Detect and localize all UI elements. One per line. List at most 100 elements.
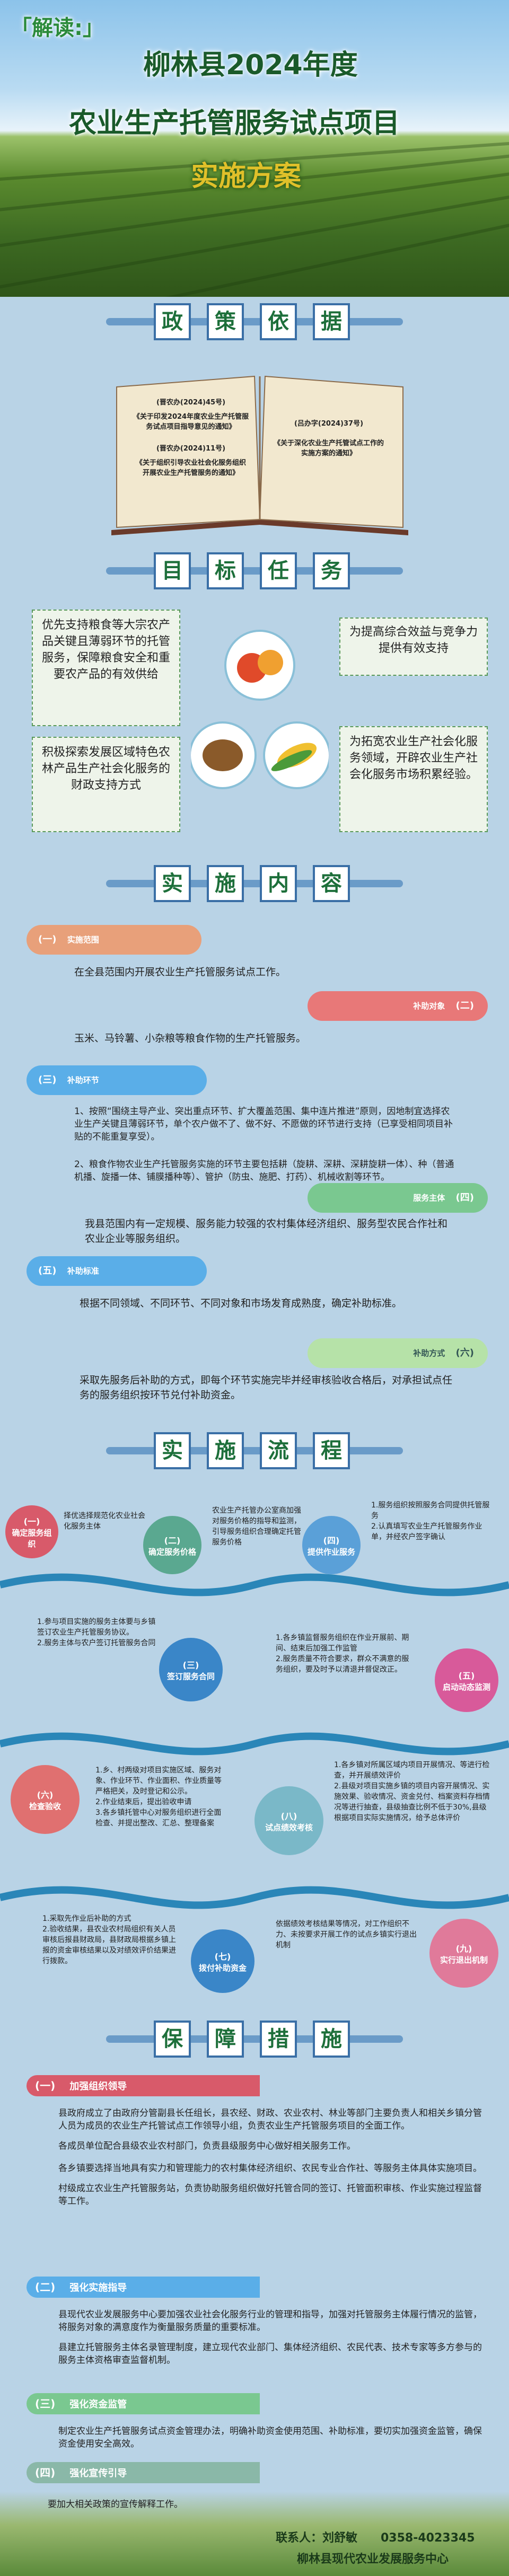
heading-char: 据	[313, 303, 350, 340]
heading-char: 措	[260, 2021, 297, 2058]
step-name: 确定服务价格	[148, 1547, 197, 1557]
pill-tag: 补助标准	[67, 1266, 99, 1276]
process-text-1: 择优选择规范化农业社会化服务主体	[64, 1512, 145, 1531]
process-text-2: 农业生产托管办公室商加强对服务价格的指导和监测，引导服务组织合理确定托管服务价格	[212, 1506, 301, 1547]
step-number: (九)	[455, 1943, 472, 1954]
measure-heading-2: (二) 强化实施指导	[27, 2277, 260, 2298]
section-heading-process: 实 施 流 程	[0, 1426, 509, 1479]
content-text-6: 采取先服务后补助的方式，即每个环节实施完毕并经审核验收合格后，对承担试点任务的服…	[80, 1374, 453, 1401]
doc-number: (吕办字(2024)37号)	[294, 420, 364, 428]
process-step-5: (五) 启动动态监测	[435, 1648, 498, 1712]
heading-char: 程	[313, 1432, 350, 1469]
heading-char: 障	[207, 2021, 244, 2058]
measure-item: 各成员单位配合县级农业农村部门，负责县级服务中心做好相关服务工作。	[58, 2141, 356, 2151]
header-banner: 「解读:」 柳林县2024年度 农业生产托管服务试点项目 实施方案	[0, 0, 509, 297]
step-number: (七)	[214, 1951, 231, 1962]
measure-item: 各乡镇要选择当地具有实力和管理能力的农村集体经济组织、农民专业合作社、等服务主体…	[58, 2163, 482, 2174]
step-name: 提供作业服务	[308, 1547, 356, 1557]
footer-org: 柳林县现代农业发展服务中心	[297, 2553, 449, 2566]
task-card-1: 优先支持粮食等大宗农产品关键且薄弱环节的托管服务，保障粮食安全和重要农产品的有效…	[32, 610, 180, 726]
process-text-6: 1.乡、村两级对项目实施区域、服务对象、作业环节、作业面积、作业质量等严格把关，…	[95, 1766, 222, 1828]
pill-tag: 补助环节	[67, 1075, 99, 1085]
measure-item: 要加大相关政策的宣传解释工作。	[48, 2499, 183, 2510]
process-step-8: (八) 试点绩效考核	[254, 1786, 323, 1855]
process-step-1: (一) 确定服务组织	[5, 1505, 58, 1558]
step-number: (六)	[37, 1789, 54, 1800]
task-card-2: 为提高综合效益与竞争力提供有效支持	[339, 617, 488, 676]
process-text-9: 依据绩效考核结果等情况，对工作组织不力、未按要求开展工作的试点乡镇实行退出机制	[276, 1920, 417, 1949]
footer-banner: 要加大相关政策的宣传解释工作。 联系人：刘舒敏 0358-4023345 柳林县…	[0, 2491, 509, 2576]
heading-char: 依	[260, 303, 297, 340]
pill-number: (二)	[455, 1000, 474, 1011]
pill-number: (五)	[38, 1265, 57, 1276]
measure-title: 强化实施指导	[69, 2282, 127, 2293]
content-text-5: 根据不同领域、不同环节、不同对象和市场发育成熟度，确定补助标准。	[80, 1298, 402, 1309]
process-step-9: (九) 实行退出机制	[429, 1919, 498, 1988]
heading-char: 任	[260, 552, 297, 589]
doc-number: (晋农办(2024)45号)	[156, 399, 226, 407]
doc-title: 《关于印发2024年度农业生产托管服务试点项目指导意见的通知》	[133, 413, 249, 431]
task-card-4: 为拓宽农业生产社会化服务领域，开辟农业生产社会化服务市场积累经验。	[339, 726, 488, 832]
task-card-3: 积极探索发展区域特色农林产品生产社会化服务的财政支持方式	[32, 737, 180, 832]
step-name: 试点绩效考核	[265, 1822, 313, 1832]
heading-char: 内	[260, 865, 297, 902]
measure-heading-1: (一) 加强组织领导	[27, 2075, 260, 2096]
step-name: 实行退出机制	[440, 1955, 488, 1965]
content-text-4: 我县范围内有一定规模、服务能力较强的农村集体经济组织、服务型农民合作社和农业企业…	[85, 1218, 448, 1245]
step-number: (三)	[182, 1660, 199, 1670]
measure-item: 制定农业生产托管服务试点资金管理办法，明确补助资金使用范围、补助标准，要切实加强…	[58, 2426, 482, 2449]
section-heading-content: 实 施 内 容	[0, 859, 509, 912]
measure-heading-3: (三) 强化资金监管	[27, 2393, 260, 2414]
step-number: (二)	[164, 1535, 181, 1546]
content-text-3b: 2、粮食作物农业生产托管服务实施的环节主要包括耕（旋耕、深耕、深耕旋耕一体）、种…	[74, 1159, 454, 1183]
measure-item: 村级成立农业生产托管服务站，负责协助服务组织做好托管合同的签订、托管面积审核、作…	[58, 2183, 482, 2207]
open-book: (晋农办(2024)45号) 《关于印发2024年度农业生产托管服务试点项目指导…	[101, 366, 419, 541]
step-number: (八)	[280, 1811, 297, 1821]
heading-char: 标	[207, 552, 244, 589]
process-step-6: (六) 检查验收	[11, 1765, 80, 1834]
measure-title: 加强组织领导	[69, 2081, 127, 2092]
measure-number: (二)	[35, 2281, 56, 2293]
measure-item: 县政府成立了由政府分管副县长任组长，县农经、财政、农业农村、林业等部门主要负责人…	[58, 2108, 482, 2131]
measure-title: 强化宣传引导	[69, 2468, 127, 2479]
heading-char: 实	[154, 865, 191, 902]
process-text-5: 1.各乡镇监督服务组织在作业开展前、期间、结束后加强工作监管 2.服务质量不符合…	[276, 1634, 409, 1674]
content-text-2: 玉米、马铃薯、小杂粮等粮食作物的生产托管服务。	[74, 1033, 306, 1044]
pill-number: (六)	[455, 1347, 474, 1358]
heading-char: 流	[260, 1432, 297, 1469]
process-text-7: 1.采取先作业后补助的方式 2.验收结果，县农业农村局组织有关人员审核后报县财政…	[42, 1915, 176, 1965]
measure-heading-4: (四) 强化宣传引导	[27, 2462, 260, 2483]
doc-number: (晋农办(2024)11号)	[156, 445, 226, 453]
pill-tag: 实施范围	[67, 935, 99, 945]
content-pill-2: 补助对象 (二)	[308, 991, 488, 1021]
heading-char: 施	[207, 865, 244, 902]
heading-char: 目	[154, 552, 191, 589]
measure-item: 县现代农业发展服务中心要加强农业社会化服务行业的管理和指导，加强对托管服务主体履…	[58, 2309, 482, 2333]
measure-number: (三)	[35, 2397, 56, 2410]
content-text-1: 在全县范围内开展农业生产托管服务试点工作。	[74, 966, 286, 978]
measure-number: (四)	[35, 2466, 56, 2479]
heading-char: 容	[313, 865, 350, 902]
measure-title: 强化资金监管	[69, 2399, 127, 2410]
step-name: 启动动态监测	[443, 1682, 491, 1692]
doc-ref-2: (吕办字(2024)37号) 《关于深化农业生产托管试点工作的实施方案的通知》	[270, 419, 387, 458]
content-text-3: 1、按照“围绕主导产业、突出重点环节、扩大覆盖范围、集中连片推进”原则，因地制宜…	[74, 1106, 453, 1142]
step-name: 检查验收	[29, 1801, 61, 1811]
measure-item: 县建立托管服务主体名录管理制度，建立现代农业部门、集体经济组织、农民代表、技术专…	[58, 2342, 482, 2366]
header-title-line2: 农业生产托管服务试点项目	[69, 108, 400, 139]
doc-title: 《关于组织引导农业社会化服务组织开展农业生产托管服务的通知》	[135, 459, 246, 477]
header-tag: 「解读:」	[11, 16, 104, 40]
heading-char: 保	[154, 2021, 191, 2058]
heading-char: 策	[207, 303, 244, 340]
heading-char: 实	[154, 1432, 191, 1469]
process-text-3: 1.参与项目实施的服务主体要与乡镇签订农业生产托管服务协议。 2.服务主体与农户…	[37, 1618, 156, 1647]
content-pill-3: (三) 补助环节	[27, 1065, 207, 1095]
process-step-3: (三) 签订服务合同	[159, 1638, 223, 1701]
content-pill-4: 服务主体 (四)	[308, 1183, 488, 1213]
section-heading-measures: 保 障 措 施	[0, 2014, 509, 2067]
pill-number: (三)	[38, 1074, 57, 1086]
pill-number: (四)	[455, 1192, 474, 1203]
step-name: 确定服务组织	[12, 1528, 52, 1549]
section-heading-tasks: 目 标 任 务	[0, 546, 509, 599]
process-text-8: 1.各乡镇对所属区域内项目开展情况、等进行检查，并开展绩效评价 2.县级对项目实…	[334, 1761, 490, 1822]
